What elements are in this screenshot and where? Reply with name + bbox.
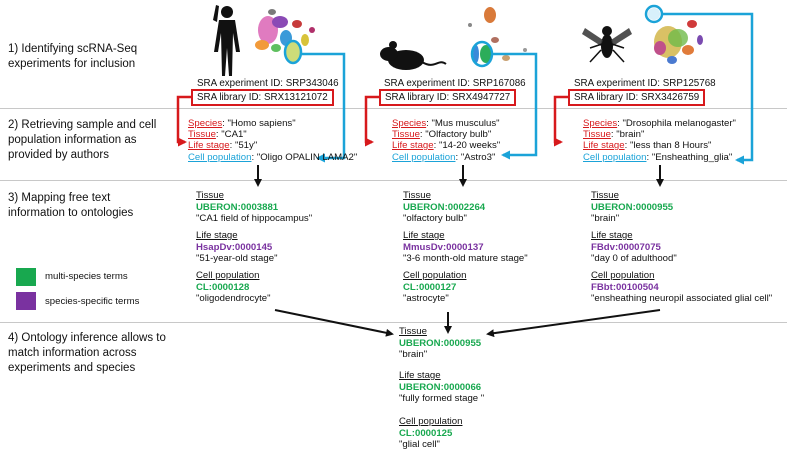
human-experiment-id: SRA experiment ID: SRP343046 [197, 78, 339, 89]
row-separator-1 [0, 108, 787, 109]
human-species-row: Species: "Homo sapiens" [188, 118, 296, 129]
human-umap-icon [255, 9, 315, 63]
fly-library-arrow [553, 95, 568, 147]
mouse-cell-population-arrow [492, 52, 538, 160]
human-icon [213, 5, 240, 76]
human-tissue-mapping: Tissue UBERON:0003881 "CA1 field of hipp… [196, 190, 313, 224]
fly-tissue-mapping: Tissue UBERON:0000955 "brain" [591, 190, 674, 224]
human-cell-population-row: Cell population: "Oligo OPALIN LAMA2" [188, 152, 358, 163]
human-cell-population-arrow [302, 52, 346, 163]
human-inference-arrow [274, 309, 394, 337]
fly-tissue-row: Tissue: "brain" [583, 129, 645, 140]
result-life-stage: Life stage UBERON:0000066 "fully formed … [399, 370, 485, 404]
result-cell-population: Cell population CL:0000125 "glial cell" [399, 416, 463, 450]
step-2-label: 2) Retrieving sample and cell population… [8, 119, 157, 161]
fly-inference-arrow [486, 309, 661, 338]
mouse-life-stage-row: Life stage: "14-20 weeks" [392, 140, 501, 151]
fly-stage-mapping: Life stage FBdv:00007075 "day 0 of adult… [591, 230, 677, 264]
fly-umap-icon [648, 8, 703, 64]
human-library-id: SRA library ID: SRX13121072 [191, 89, 334, 106]
fly-cell-population-arrow [662, 12, 754, 165]
mouse-library-arrow [364, 95, 379, 147]
mouse-icon [380, 41, 447, 70]
result-tissue: Tissue UBERON:0000955 "brain" [399, 326, 482, 360]
mouse-cell-population-row: Cell population: "Astro3" [392, 152, 496, 163]
fly-library-id: SRA library ID: SRX3426759 [568, 89, 706, 106]
human-selection-circle [283, 39, 303, 65]
fly-cell-population-row: Cell population: "Ensheathing_glia" [583, 152, 733, 163]
mouse-tissue-mapping: Tissue UBERON:0002264 "olfactory bulb" [403, 190, 486, 224]
fly-life-stage-row: Life stage: "less than 8 Hours" [583, 140, 712, 151]
fly-species-row: Species: "Drosophila melanogaster" [583, 118, 736, 129]
species-specific-legend-label: species-specific terms [45, 296, 140, 307]
mouse-umap-icon [468, 7, 527, 63]
species-specific-swatch [16, 292, 36, 310]
mouse-experiment-id: SRA experiment ID: SRP167086 [384, 78, 526, 89]
row-separator-2 [0, 180, 787, 181]
human-library-arrow [176, 95, 191, 147]
row-separator-3 [0, 322, 787, 323]
step-4-label: 4) Ontology inference allows to match in… [8, 332, 166, 374]
human-tissue-row: Tissue: "CA1" [188, 129, 247, 140]
mouse-stage-mapping: Life stage MmusDv:0000137 "3-6 month-old… [403, 230, 528, 264]
fly-experiment-id: SRA experiment ID: SRP125768 [574, 78, 716, 89]
human-cell-mapping: Cell population CL:0000128 "oligodendroc… [196, 270, 271, 304]
human-stage-mapping: Life stage HsapDv:0000145 "51-year-old s… [196, 230, 278, 264]
mouse-library-id: SRA library ID: SRX4947727 [379, 89, 517, 106]
step-1-label: 1) Identifying scRNA-Seq experiments for… [8, 43, 138, 70]
mouse-cell-mapping: Cell population CL:0000127 "astrocyte" [403, 270, 467, 304]
multi-species-legend-label: multi-species terms [45, 271, 128, 282]
human-life-stage-row: Life stage: "51y" [188, 140, 258, 151]
multi-species-swatch [16, 268, 36, 286]
fly-icon [582, 26, 632, 63]
mouse-species-row: Species: "Mus musculus" [392, 118, 500, 129]
mouse-tissue-row: Tissue: "Olfactory bulb" [392, 129, 492, 140]
step-3-label: 3) Mapping free text information to onto… [8, 192, 134, 219]
fly-cell-mapping: Cell population FBbt:00100504 "ensheathi… [591, 270, 773, 304]
